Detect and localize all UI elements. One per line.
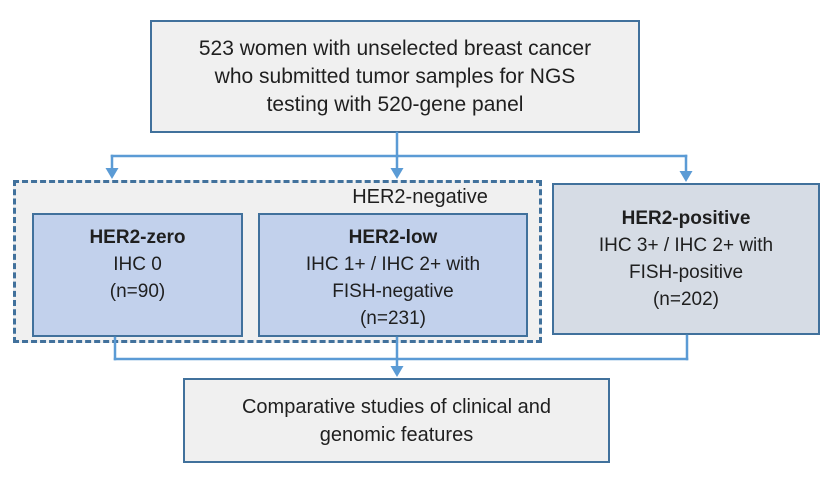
cohort-box: 523 women with unselected breast cancer … <box>150 20 640 133</box>
her2-low-line: FISH-negative <box>332 281 454 302</box>
her2-positive-title: HER2-positive <box>621 208 751 229</box>
cohort-box-line: testing with 520-gene panel <box>266 92 524 116</box>
her2-low-box: HER2-low IHC 1+ / IHC 2+ with FISH-negat… <box>258 213 528 337</box>
her2-low-line: IHC 1+ / IHC 2+ with <box>305 254 481 275</box>
arrowhead-center <box>390 168 404 179</box>
cohort-box-line: 523 women with unselected breast cancer <box>198 36 592 60</box>
outcome-box-line: genomic features <box>319 423 474 446</box>
her2-positive-line: FISH-positive <box>628 262 744 283</box>
arrowhead-left <box>105 168 119 179</box>
her2-low-line: (n=231) <box>359 308 427 329</box>
arrowhead-right <box>679 171 693 182</box>
her2-low-title: HER2-low <box>348 227 438 248</box>
her2-zero-line: IHC 0 <box>113 254 162 275</box>
her2-zero-title: HER2-zero <box>89 227 186 248</box>
her2-positive-box: HER2-positive IHC 3+ / IHC 2+ with FISH-… <box>552 183 820 335</box>
outcome-box-line: Comparative studies of clinical and <box>241 395 552 418</box>
her2-zero-line: (n=90) <box>109 281 166 302</box>
outcome-box: Comparative studies of clinical and geno… <box>183 378 610 463</box>
her2-positive-line: (n=202) <box>652 289 720 310</box>
her2-zero-box: HER2-zero IHC 0 (n=90) <box>32 213 243 337</box>
arrowhead-bottom <box>390 366 404 377</box>
her2-negative-label: HER2-negative <box>352 186 488 208</box>
cohort-box-line: who submitted tumor samples for NGS <box>214 64 576 88</box>
her2-positive-line: IHC 3+ / IHC 2+ with <box>598 235 774 256</box>
